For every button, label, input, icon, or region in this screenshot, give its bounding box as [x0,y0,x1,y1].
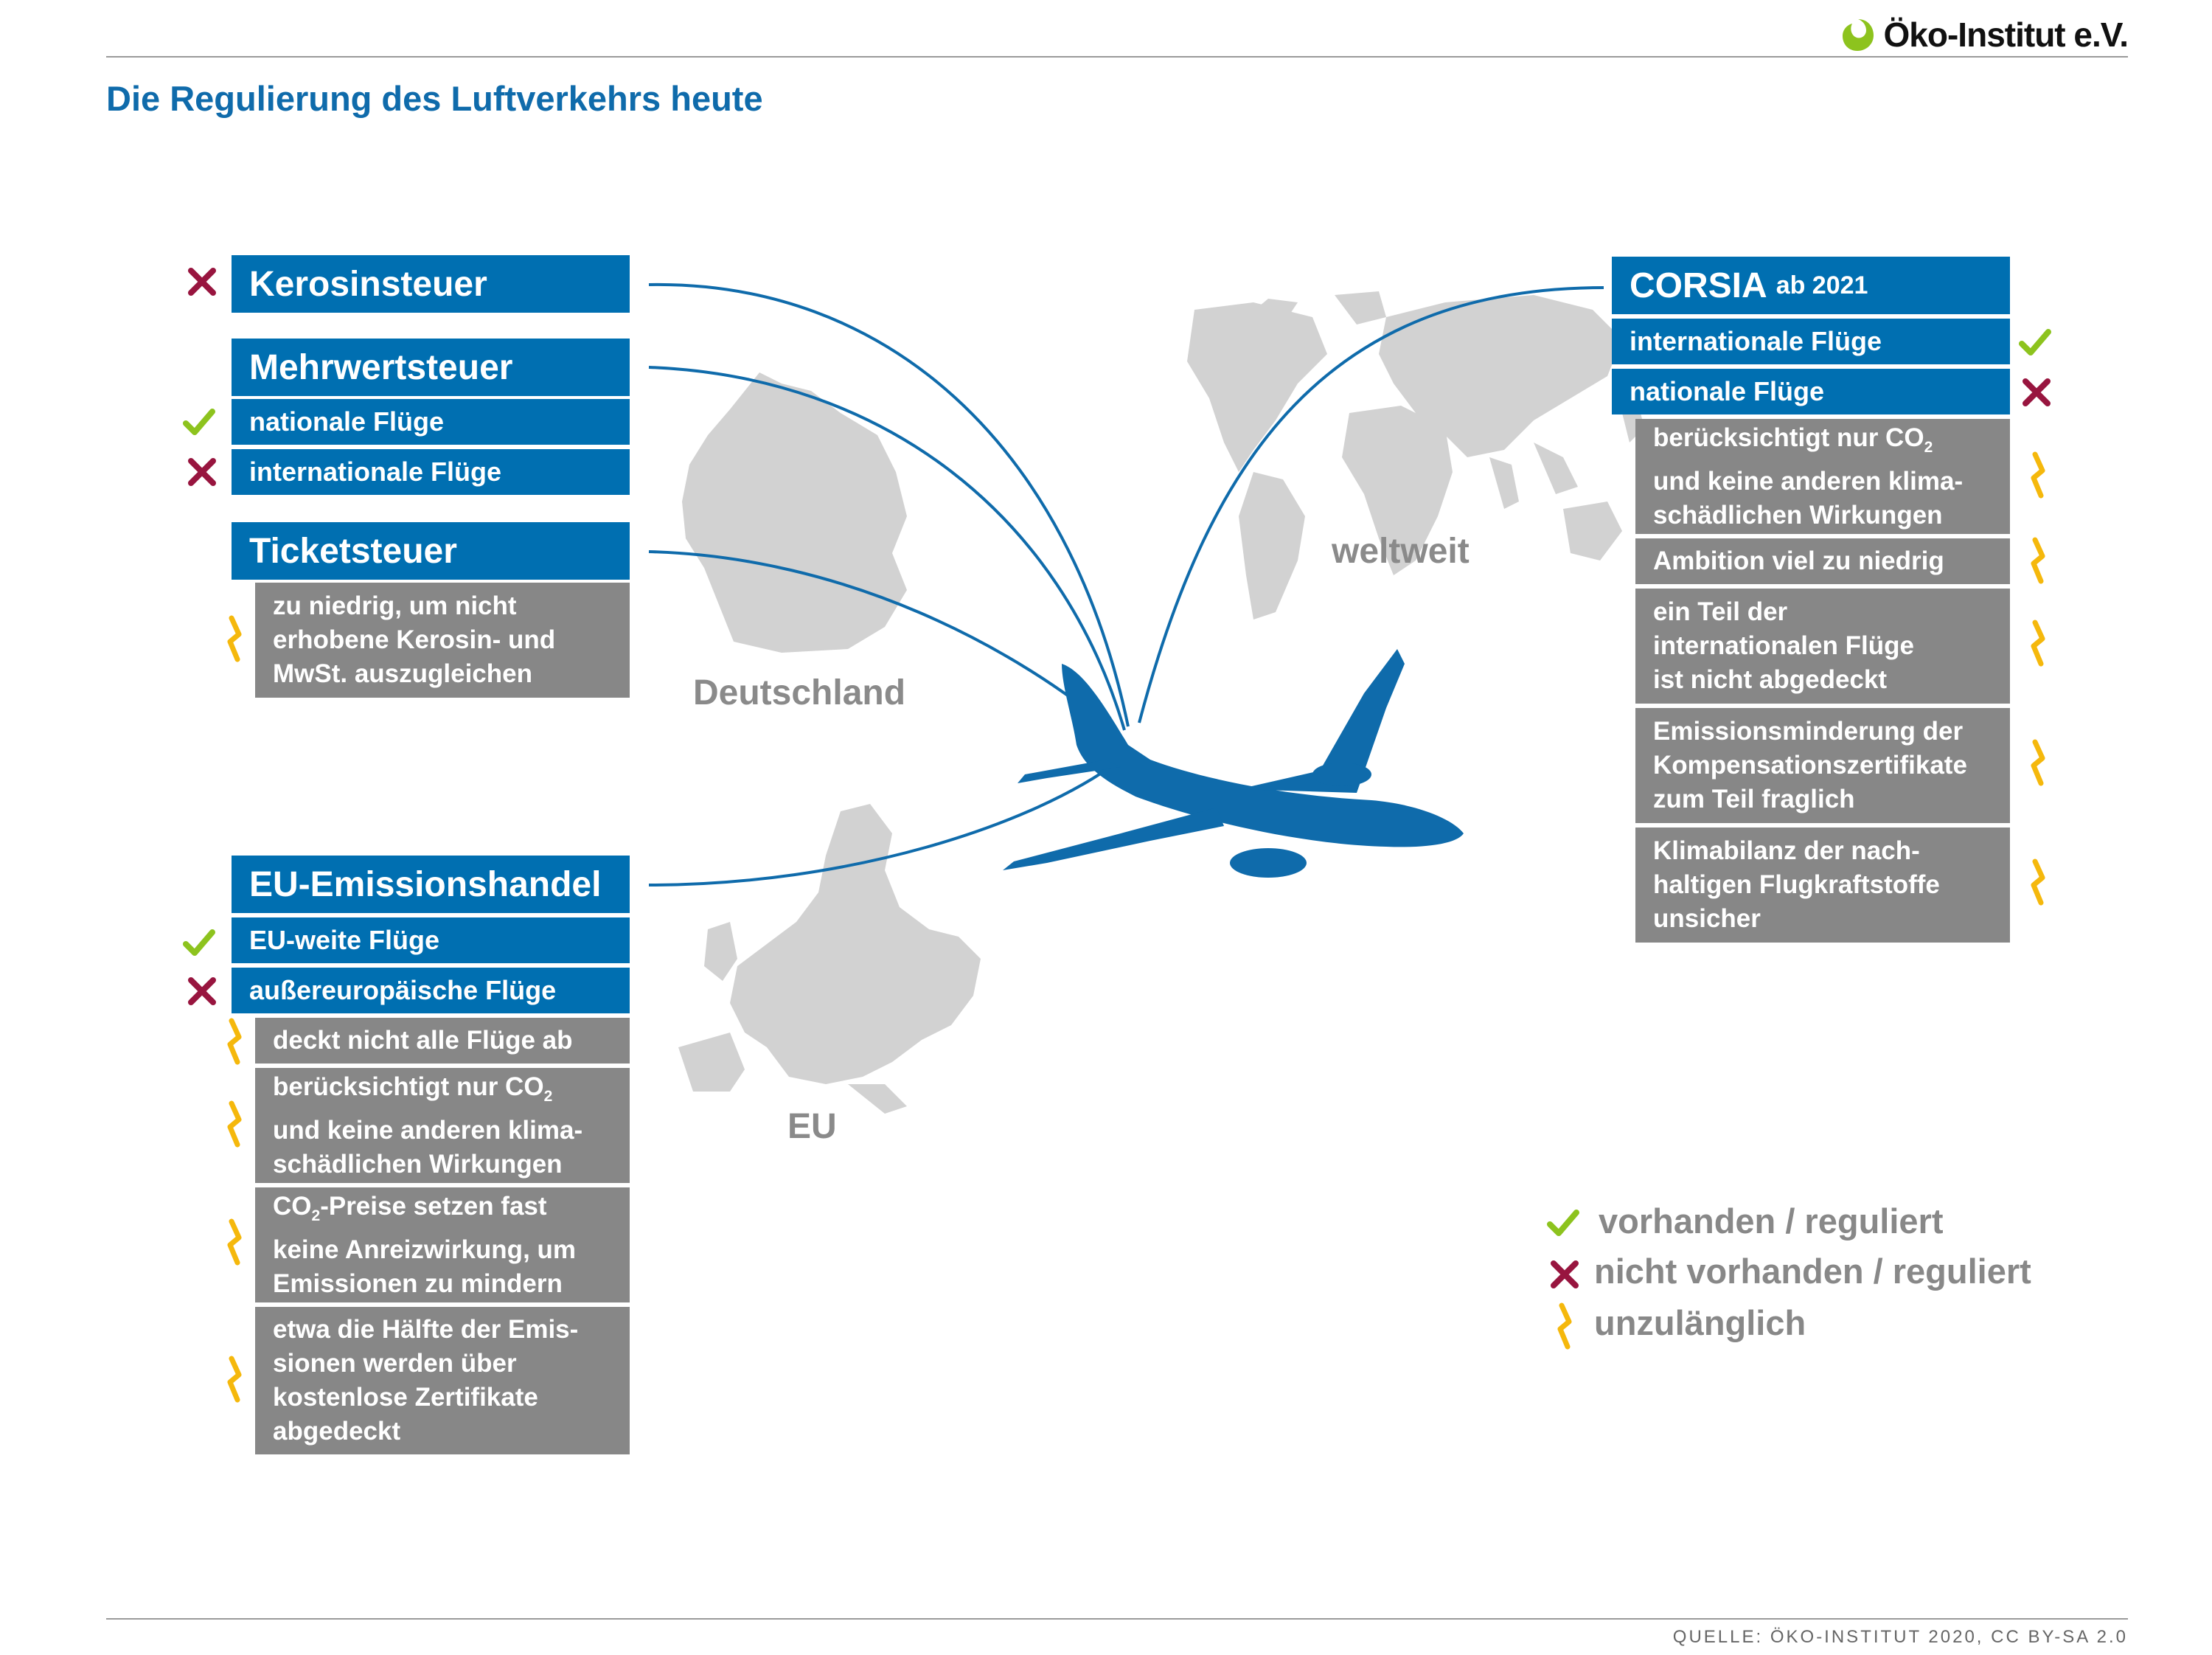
ets-note-coverage: deckt nicht alle Flüge ab [255,1018,630,1064]
ets-note-co2-prices: CO2-Preise setzen fast keine Anreizwirku… [255,1187,630,1302]
mwst-item-national: nationale Flüge [232,399,630,445]
corsia-item-national: nationale Flüge [1612,369,2010,414]
check-icon [183,409,215,435]
ets-note-co2-only-b: und keine anderen klima- schädlichen Wir… [273,1115,583,1179]
ets-item-non-european: außereuropäische Flüge [232,968,630,1013]
line-ets [648,758,1122,887]
region-label-germany: Deutschland [693,673,906,712]
corsia-note-co2-only-b: und keine anderen klima- schädlichen Wir… [1653,466,1964,530]
footer-rule [106,1618,2128,1620]
warning-bolt-icon [2031,620,2045,667]
corsia-note-fuels: Klimabilanz der nach- haltigen Flugkraft… [1635,828,2010,943]
brand-logo: Öko-Institut e.V. [1840,15,2129,55]
mehrwertsteuer-header: Mehrwertsteuer [232,339,630,396]
check-icon [2019,329,2051,355]
europe-map [678,804,981,1114]
legend-cross-label: nicht vorhanden / reguliert [1594,1252,2031,1291]
line-mwst [648,366,1126,731]
warning-bolt-icon [2031,858,2045,906]
corsia-note-co2-only-a: berücksichtigt nur CO [1653,423,1924,452]
warning-bolt-icon [227,1018,242,1065]
ticketsteuer-header: Ticketsteuer [232,522,630,580]
corsia-note-offsets: Emissionsminderung der Kompensationszert… [1635,708,2010,823]
connector-lines [648,282,1604,887]
cross-icon [188,977,216,1005]
ets-note-co2-only-a: berücksichtigt nur CO [273,1072,544,1101]
legend-warn-label: unzulänglich [1594,1303,1806,1342]
corsia-header: CORSIA ab 2021 [1612,257,2010,314]
cross-icon [1551,1260,1579,1288]
corsia-title: CORSIA [1630,266,1767,305]
airplane-icon [1003,649,1464,878]
ets-item-eu-wide: EU-weite Flüge [232,917,630,963]
kerosinsteuer-header: Kerosinsteuer [232,255,630,313]
page-title: Die Regulierung des Luftverkehrs heute [106,79,763,118]
region-label-world: weltweit [1332,532,1470,571]
eu-ets-header: EU-Emissionshandel [232,856,630,913]
warning-bolt-icon [227,1218,242,1266]
corsia-note-coverage: ein Teil der internationalen Flüge ist n… [1635,589,2010,704]
subscript-2: 2 [311,1207,321,1224]
warning-bolt-icon [2031,537,2045,584]
warning-bolt-icon [1557,1302,1572,1350]
corsia-note-ambition: Ambition viel zu niedrig [1635,538,2010,584]
world-map [1187,291,1644,620]
line-kerosin [648,282,1130,727]
ets-note-free-allowances: etwa die Hälfte der Emis- sionen werden … [255,1307,630,1454]
ets-note-co2-prices-a: CO [273,1191,312,1221]
logo-text: Öko-Institut e.V. [1883,15,2129,54]
legend-check-label: vorhanden / reguliert [1599,1201,1944,1241]
check-icon [1547,1210,1579,1236]
warning-bolt-icon [2031,739,2045,786]
cross-icon [188,268,216,296]
line-corsia [1138,286,1604,724]
warning-bolt-icon [227,1100,242,1148]
corsia-title-suffix: ab 2021 [1775,271,1868,299]
cross-icon [2023,378,2051,406]
subscript-2: 2 [543,1087,553,1105]
source-credit: QUELLE: ÖKO-INSTITUT 2020, CC BY-SA 2.0 [1672,1627,2128,1647]
ets-note-co2-only: berücksichtigt nur CO2 und keine anderen… [255,1068,630,1183]
leaf-logo-icon [1842,19,1874,51]
corsia-note-co2-only: berücksichtigt nur CO2 und keine anderen… [1635,419,2010,534]
region-label-eu: EU [787,1107,837,1146]
corsia-item-international: internationale Flüge [1612,319,2010,364]
germany-map [682,372,907,653]
warning-bolt-icon [227,615,242,662]
cross-icon [188,458,216,486]
warning-bolt-icon [227,1356,242,1403]
ticket-note: zu niedrig, um nicht erhobene Kerosin- u… [255,583,630,698]
ets-note-co2-prices-b: -Preise setzen fast keine Anreizwirkung,… [273,1191,577,1298]
header-rule [106,56,2128,58]
check-icon [183,929,215,956]
warning-bolt-icon [2031,451,2045,499]
mwst-item-international: internationale Flüge [232,449,630,495]
subscript-2: 2 [1924,438,1933,456]
